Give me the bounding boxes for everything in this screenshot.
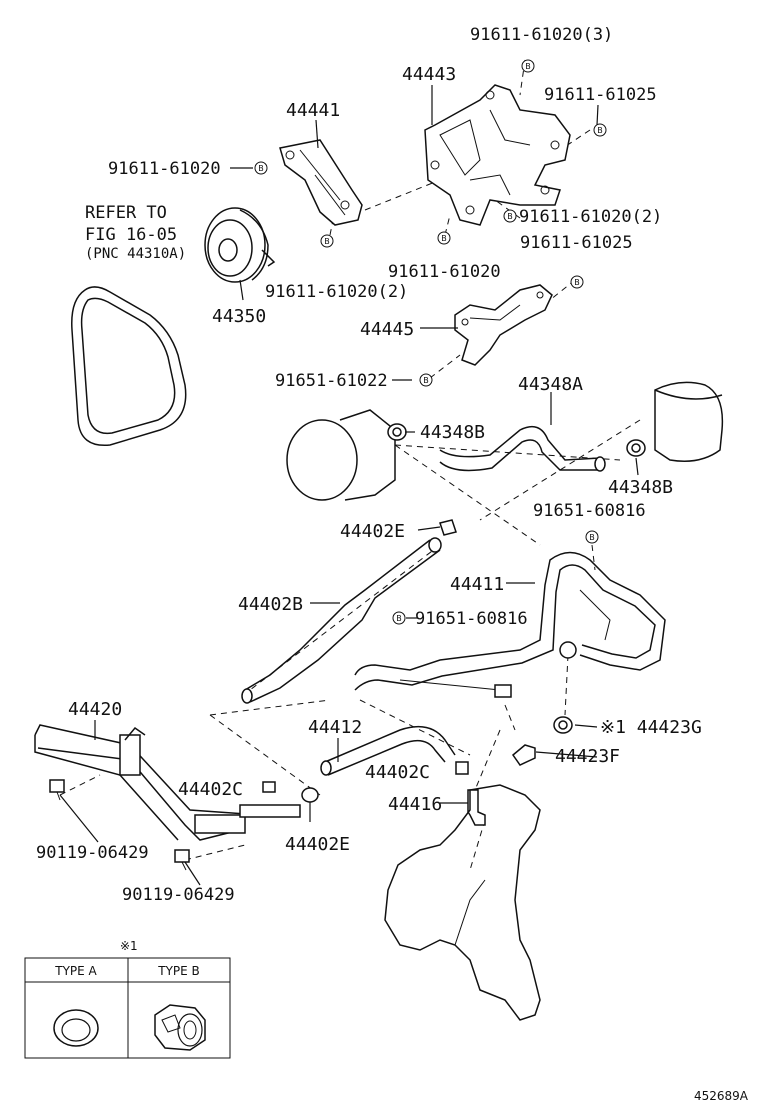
label-44348B-a: 44348B [420,422,485,443]
dashed-leaders [59,59,641,871]
bolt-symbol-2: B [593,123,607,137]
refer-line-1: REFER TO [85,203,167,223]
clamp-44402E-a [439,519,457,536]
idler-pulley-44350 [204,207,276,283]
label-44441: 44441 [286,100,340,121]
svg-text:B: B [396,614,402,623]
label-91651-60816-a: 91651-60816 [533,501,646,521]
label-44402C-a: 44402C [178,779,243,800]
legend-note: ※1 [120,939,138,953]
bolt-symbol-4: B [503,209,517,223]
pressure-tube-44411 [354,551,666,698]
label-91611-61025-a: 91611-61025 [544,85,657,105]
label-44420: 44420 [68,699,122,720]
clamp-44348B-a [387,423,407,441]
clamp-44402C-a [262,781,276,793]
oring-44423G [553,716,573,734]
pump-outline [286,409,396,501]
clamp-44402E-b [301,787,319,803]
clamp-44402C-b [455,761,469,775]
type-legend: ※1 TYPE A TYPE B [24,939,231,1059]
oring-type-a-icon [53,1009,99,1047]
label-91611-61020-a: 91611-61020 [108,159,221,179]
bracket-44441 [279,139,363,226]
cooler-tube-44420 [34,724,301,841]
label-91611-61020-2b: 91611-61020(2) [265,282,408,302]
bolt-symbol-5: B [437,231,451,245]
union-44423F [511,744,536,766]
label-44402E-a: 44402E [340,521,405,542]
oring-type-b-icon [154,1004,206,1051]
label-44348B-b: 44348B [608,477,673,498]
label-44443: 44443 [402,64,456,85]
svg-text:B: B [597,126,603,135]
svg-text:B: B [525,62,531,71]
bolt-symbol-9: B [585,530,599,544]
v-belt [71,286,187,447]
bolt-symbol-3: B [254,161,268,175]
refer-line-2: FIG 16-05 [85,225,177,245]
svg-text:B: B [441,234,447,243]
label-90119-06429-a: 90119-06429 [36,843,149,863]
leader-lines [59,85,639,886]
reservoir-outline [654,381,724,462]
label-44423G: ※1 44423G [600,717,702,738]
label-44402C-b: 44402C [365,762,430,783]
label-44416: 44416 [388,794,442,815]
bracket-44445 [454,284,553,366]
label-91611-61025-b: 91611-61025 [520,233,633,253]
label-44402B: 44402B [238,594,303,615]
refer-line-3: (PNC 44310A) [85,246,186,262]
svg-text:B: B [507,212,513,221]
bolt-symbol-10: B [392,611,406,625]
bolt-90119-a [49,779,65,801]
label-44350: 44350 [212,306,266,327]
svg-text:B: B [574,278,580,287]
label-91651-61022: 91651-61022 [275,371,388,391]
label-91611-61020-b: 91611-61020 [388,262,501,282]
label-90119-06429-b: 90119-06429 [122,885,235,905]
steering-gear-outline [384,784,541,1021]
label-91611-61020-3: 91611-61020(3) [470,25,613,45]
svg-text:B: B [258,164,264,173]
label-44402E-b: 44402E [285,834,350,855]
clamp-44348B-b [626,439,646,457]
label-44411: 44411 [450,574,504,595]
hose-44348A [439,425,606,472]
label-91611-61020-2a: 91611-61020(2) [519,207,662,227]
legend-type-b: TYPE B [157,964,200,978]
legend-type-a: TYPE A [54,964,97,978]
label-44348A: 44348A [518,374,583,395]
hose-44412 [320,725,456,776]
bolt-symbol-7: B [570,275,584,289]
bolt-symbol-1: B [521,59,535,73]
figure-id: 452689A [694,1089,749,1103]
bolt-90119-b [174,849,190,871]
label-44445: 44445 [360,319,414,340]
svg-text:B: B [589,533,595,542]
bracket-44443 [424,84,571,226]
label-44412: 44412 [308,717,362,738]
label-91651-60816-b: 91651-60816 [415,609,528,629]
svg-text:B: B [423,376,429,385]
hose-44402B [241,537,442,704]
bolt-symbol-6: B [320,234,334,248]
svg-text:B: B [324,237,330,246]
bolt-symbol-8: B [419,373,433,387]
label-44423F: 44423F [555,746,620,767]
